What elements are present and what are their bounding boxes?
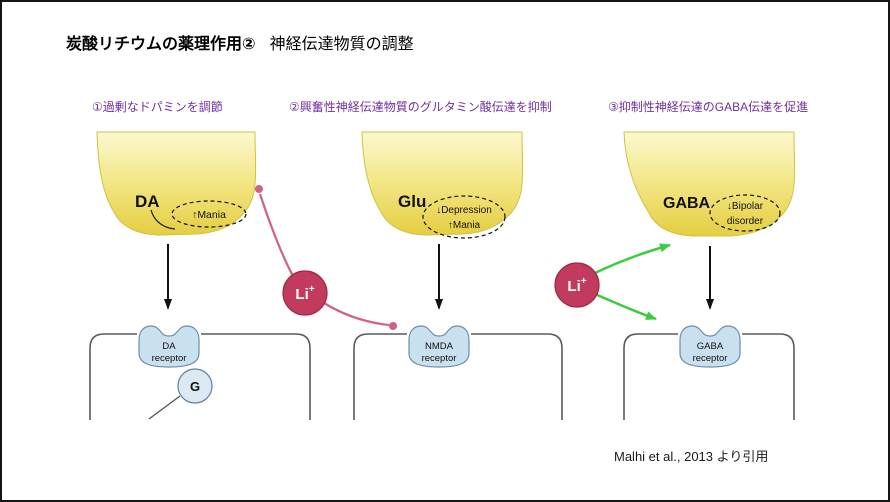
annotation-glutamate: ②興奮性神経伝達物質のグルタミン酸伝達を抑制: [289, 100, 552, 114]
gaba-receptor-shape: [679, 325, 741, 368]
da-condition-text: ↑Mania: [192, 209, 226, 221]
panel-dopamine: DA ↑Mania DA receptor G: [89, 131, 311, 420]
lithium-label-1: Li+: [295, 284, 314, 303]
lithium-charge: +: [309, 284, 315, 295]
da-presynaptic-terminal: [96, 131, 257, 236]
lithium-link-dot-da: [255, 185, 263, 193]
g-protein-label: G: [190, 379, 200, 394]
lithium-green-arrow-receptor: [594, 292, 657, 321]
membrane-line-right: [201, 333, 311, 420]
glu-condition-oval: [422, 195, 506, 239]
gaba-condition-line2: disorder: [727, 216, 764, 227]
g-protein-circle: [177, 368, 213, 404]
membrane-line-right: [471, 333, 563, 420]
effector-line: [148, 395, 181, 420]
lithium-link-to-nmda: [323, 302, 390, 327]
da-receptor-word: receptor: [152, 353, 187, 364]
lithium-circle-1: [282, 270, 328, 316]
nmda-receptor: NMDA receptor: [408, 325, 470, 368]
membrane-line-left: [623, 333, 678, 420]
lithium-link-dot-nmda: [389, 322, 397, 330]
da-release-squiggle: [150, 209, 176, 230]
lithium-link-to-da: [258, 193, 294, 277]
da-label: DA: [135, 192, 160, 211]
nmda-receptor-word: receptor: [422, 353, 457, 364]
membrane-line-right: [742, 333, 795, 420]
da-receptor-name: DA: [162, 341, 176, 352]
lithium-circle-2: [554, 262, 600, 308]
membrane-line-left: [89, 333, 137, 420]
gaba-label: GABA: [663, 195, 711, 212]
title-sub: 神経伝達物質の調整: [269, 36, 414, 53]
lithium-node-2: Li+: [554, 243, 671, 321]
annotation-dopamine: ①過剰なドパミンを調節: [92, 100, 223, 114]
glu-label: Glu: [398, 192, 426, 211]
glu-condition-line1: ↓Depression: [436, 205, 492, 216]
annotation-gaba: ③抑制性神経伝達のGABA伝達を促進: [608, 100, 809, 114]
gaba-receptor: GABA receptor: [679, 325, 741, 368]
lithium-label-2: Li+: [567, 276, 586, 295]
page-title: 炭酸リチウムの薬理作用② 神経伝達物質の調整: [66, 30, 414, 54]
gaba-condition-oval: [709, 194, 781, 232]
lithium-symbol: Li: [295, 286, 308, 303]
lithium-charge: +: [581, 276, 587, 287]
panel-glutamate: Glu ↓Depression ↑Mania NMDA receptor: [353, 131, 563, 420]
lithium-green-arrow-terminal: [594, 243, 671, 275]
lithium-node-1: Li+: [255, 185, 397, 330]
glu-presynaptic-terminal: [361, 131, 524, 236]
title-main: 炭酸リチウムの薬理作用②: [66, 36, 256, 53]
gaba-receptor-name: GABA: [697, 341, 724, 352]
gaba-condition-line1: ↓Bipolar: [727, 201, 764, 212]
panel-gaba: GABA ↓Bipolar disorder GABA receptor: [623, 131, 796, 420]
da-receptor-shape: [138, 325, 200, 368]
citation: Malhi et al., 2013 より引用: [614, 449, 769, 464]
gaba-receptor-word: receptor: [693, 353, 728, 364]
da-receptor: DA receptor: [138, 325, 200, 368]
nmda-receptor-name: NMDA: [425, 341, 454, 352]
nmda-receptor-shape: [408, 325, 470, 368]
lithium-symbol: Li: [567, 278, 580, 295]
da-condition-oval: [171, 200, 247, 228]
gaba-presynaptic-terminal: [623, 131, 796, 237]
membrane-line-left: [353, 333, 407, 420]
glu-condition-line2: ↑Mania: [448, 220, 481, 231]
